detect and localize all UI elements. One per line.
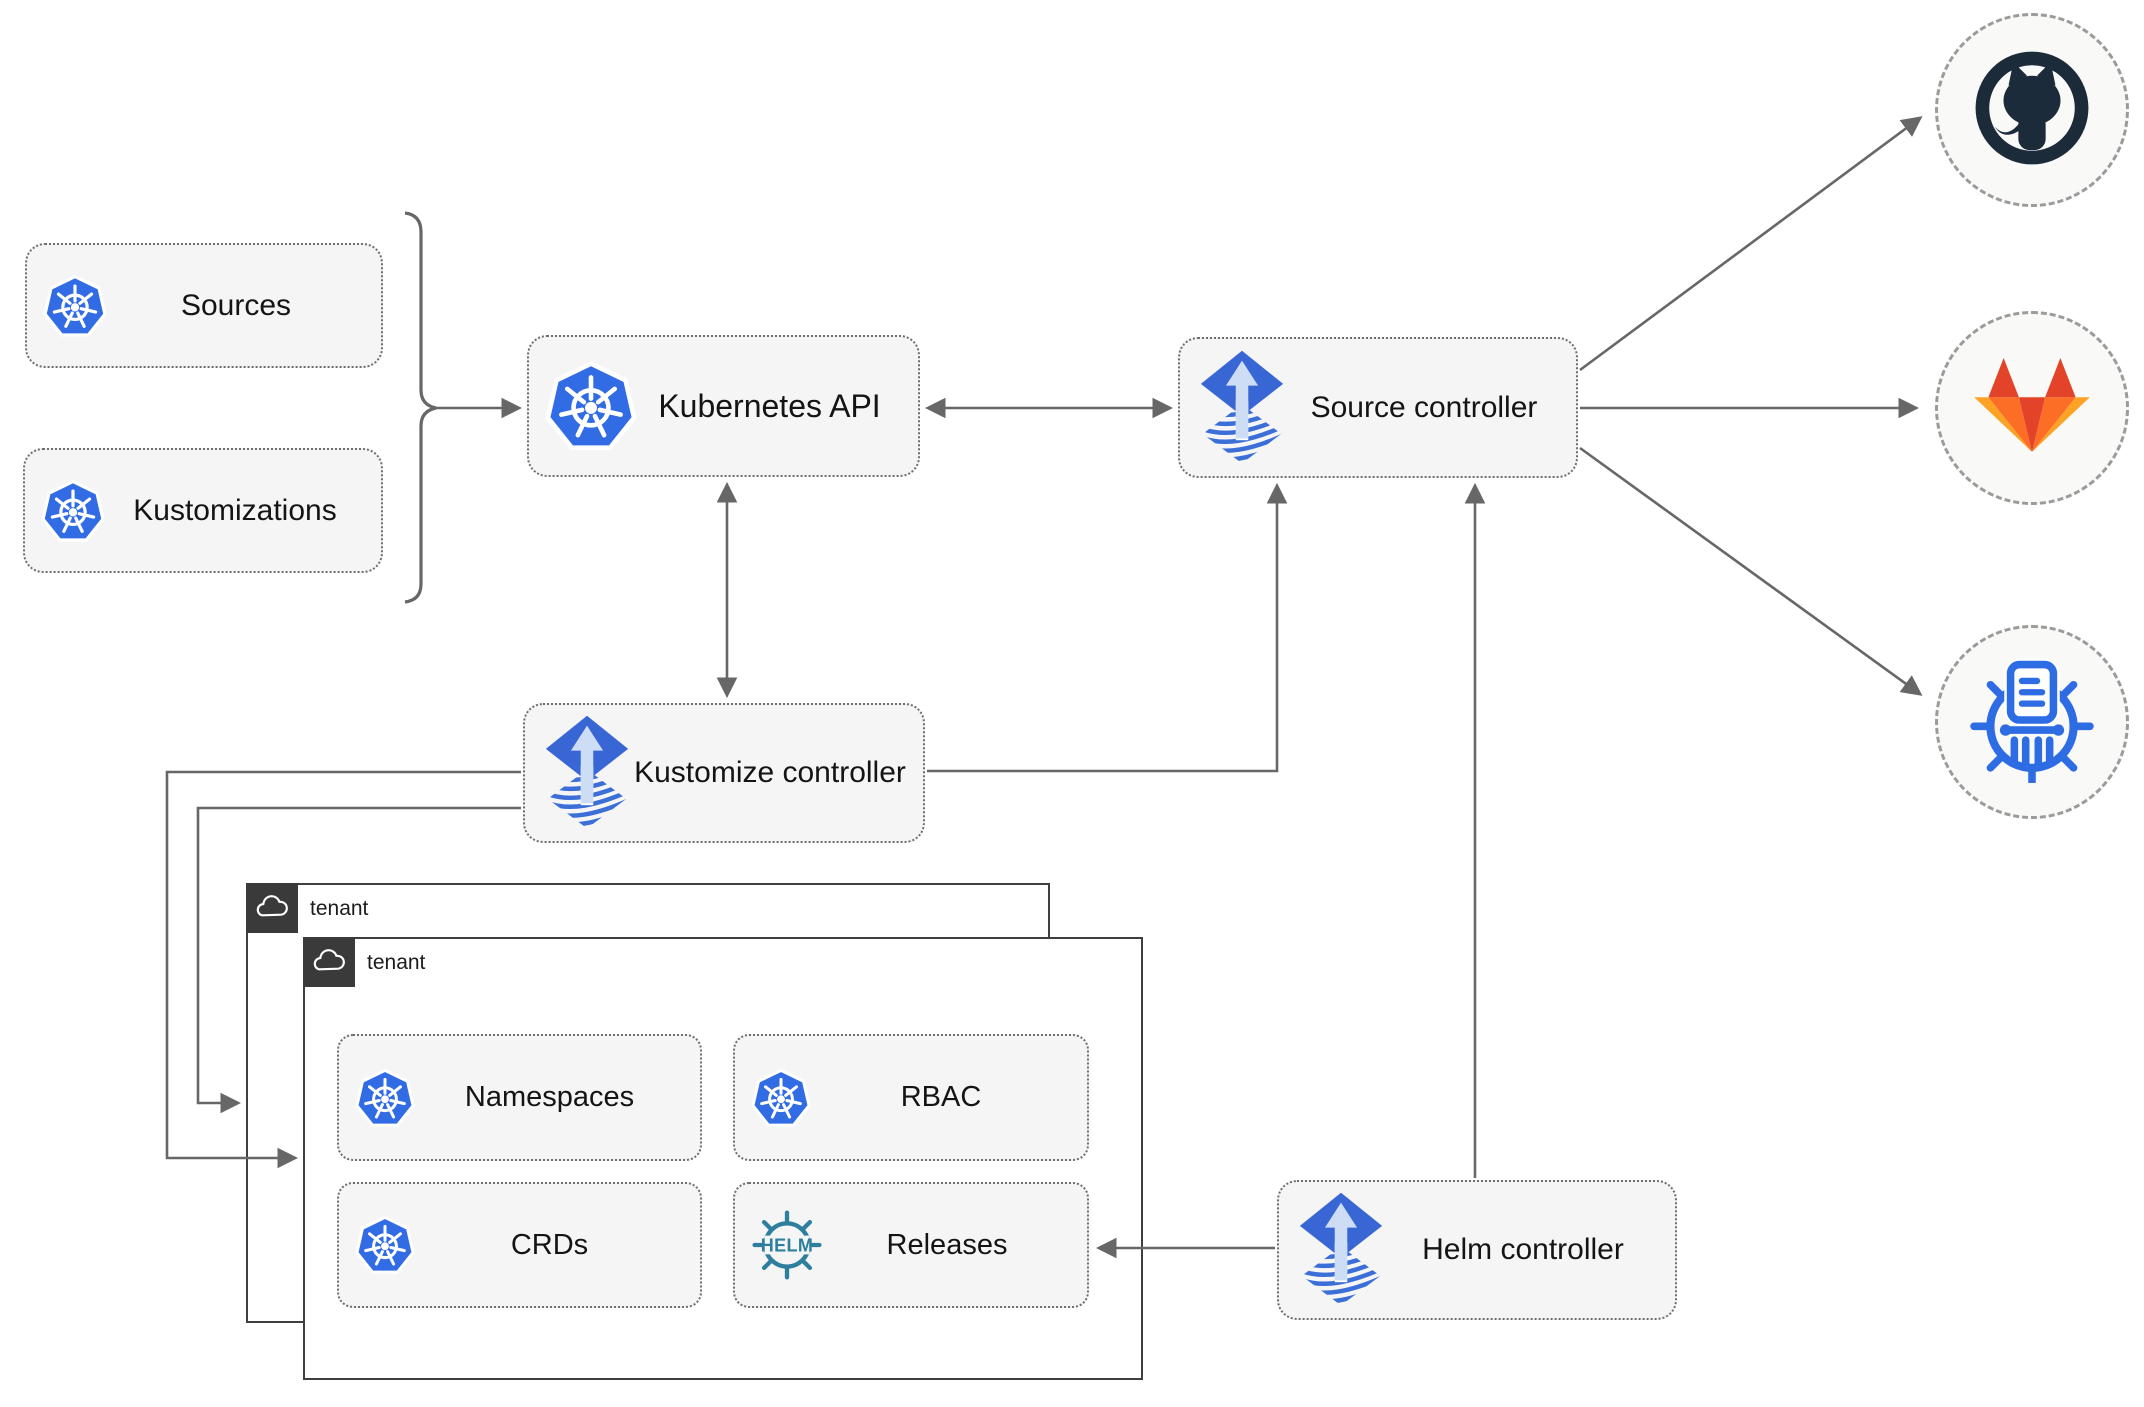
node-kustomize-controller-label: Kustomize controller — [634, 756, 906, 790]
node-source-controller-label: Source controller — [1310, 390, 1538, 424]
node-helm-controller-label: Helm controller — [1422, 1233, 1624, 1267]
endpoint-gitlab — [1935, 311, 2129, 505]
cloud-icon — [246, 883, 298, 933]
node-rbac: RBAC — [733, 1034, 1089, 1161]
edge-source-chartmuseum — [1579, 446, 1923, 696]
endpoint-chartmuseum — [1935, 625, 2129, 819]
chartmuseum-icon — [1969, 657, 2095, 788]
node-rbac-label: RBAC — [900, 1081, 982, 1114]
node-kustomizations-label: Kustomizations — [133, 493, 337, 527]
node-crds-label: CRDs — [510, 1228, 589, 1261]
node-kustomize-controller: Kustomize controller — [523, 703, 925, 843]
kubernetes-icon — [355, 1215, 415, 1275]
gitlab-icon — [1972, 351, 2092, 466]
node-releases-label: Releases — [886, 1228, 1008, 1261]
node-namespaces: Namespaces — [337, 1034, 702, 1161]
helm-logo-text: HELM — [761, 1235, 813, 1255]
kubernetes-icon — [751, 1068, 811, 1128]
edge-source-github — [1579, 116, 1923, 372]
tenant-back-label: tenant — [310, 897, 369, 920]
node-releases: HELM Releases — [733, 1182, 1089, 1308]
edge-kustomize-source — [927, 482, 1288, 773]
flux-icon — [541, 714, 633, 832]
kubernetes-icon — [355, 1068, 415, 1128]
group-brace — [404, 211, 437, 604]
node-sources: Sources — [25, 243, 383, 368]
flux-icon — [1196, 349, 1288, 467]
cloud-icon — [303, 937, 355, 987]
node-crds: CRDs — [337, 1182, 702, 1308]
kubernetes-icon — [43, 274, 107, 338]
node-helm-controller: Helm controller — [1277, 1180, 1677, 1320]
github-icon — [1970, 46, 2094, 175]
node-kubernetes-api-label: Kubernetes API — [658, 388, 881, 424]
helm-logo-icon: HELM — [751, 1209, 823, 1281]
endpoint-github — [1935, 13, 2129, 207]
kubernetes-icon — [41, 479, 105, 543]
flux-icon — [1295, 1191, 1387, 1309]
node-kustomizations: Kustomizations — [23, 448, 383, 573]
node-namespaces-label: Namespaces — [464, 1081, 635, 1114]
kubernetes-icon — [545, 360, 637, 452]
node-kubernetes-api: Kubernetes API — [527, 335, 920, 477]
node-source-controller: Source controller — [1178, 337, 1578, 478]
node-sources-label: Sources — [180, 288, 292, 322]
tenant-front-label: tenant — [367, 951, 426, 974]
